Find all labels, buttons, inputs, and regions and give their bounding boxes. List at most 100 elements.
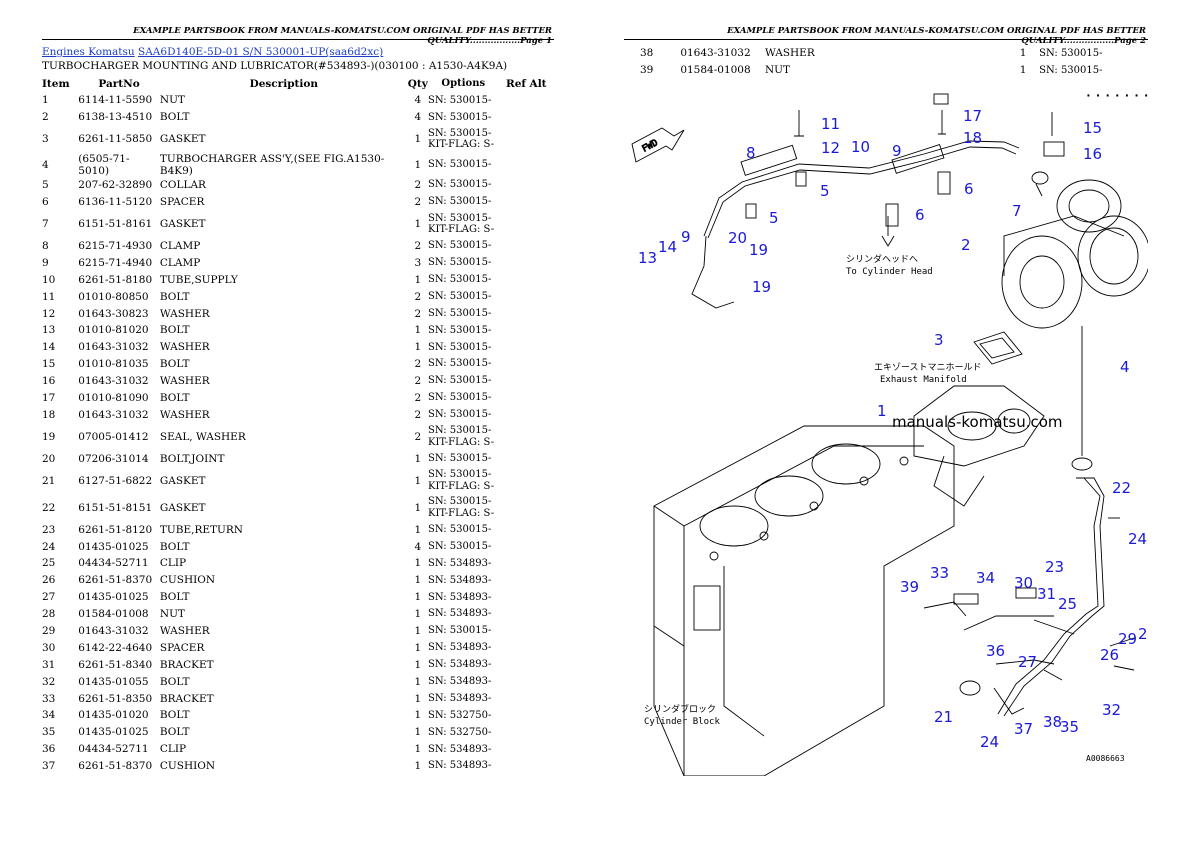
part-quantity: 1 — [414, 474, 422, 487]
part-options: SN: 530015- — [428, 177, 499, 194]
part-quantity: 2 — [414, 196, 422, 209]
part-options: SN: 530015- — [428, 238, 499, 255]
part-options: SN: 534893- — [428, 639, 499, 656]
item-number: 34 — [42, 709, 56, 722]
col-ref-alt: Ref Alt — [505, 78, 547, 90]
callout-9b: 9 — [892, 142, 902, 160]
item-number: 7 — [42, 218, 49, 231]
item-number: 19 — [42, 430, 56, 443]
ref-alt — [499, 288, 554, 305]
ref-alt — [499, 194, 554, 211]
part-quantity: 1 — [414, 608, 422, 621]
part-description: SEAL, WASHER — [159, 430, 246, 443]
col-description: Description — [249, 78, 319, 90]
item-number: 18 — [42, 408, 56, 421]
serial-range: SN: 530015- — [428, 496, 492, 508]
serial-range: SN: 530015- — [428, 196, 492, 208]
part-options: SN: 532750- — [428, 724, 499, 741]
part-description: WASHER — [159, 625, 210, 638]
diagram-text-labels: シリンダヘッドへ To Cylinder Head エキゾーストマニホールド E… — [644, 253, 1125, 763]
part-number: (6505-71-5010) — [78, 152, 130, 177]
item-number: 6 — [42, 196, 49, 209]
ref-alt — [499, 271, 554, 288]
part-quantity: 1 — [414, 641, 422, 654]
item-number: 39 — [640, 64, 654, 77]
part-number: 6261-51-8370 — [78, 574, 153, 587]
part-options: SN: 530015- — [428, 322, 499, 339]
serial-range: SN: 534893- — [428, 675, 492, 687]
part-number: 07206-31014 — [78, 452, 149, 465]
part-description: WASHER — [159, 408, 210, 421]
part-description: BRACKET — [159, 658, 214, 671]
part-options: SN: 530015-KIT-FLAG: S- — [428, 494, 499, 521]
callout-8: 8 — [746, 144, 756, 162]
part-number: 6261-51-8180 — [78, 273, 153, 286]
item-number: 8 — [42, 240, 49, 252]
part-number: 01010-81090 — [78, 392, 149, 405]
part-options: SN: 534893- — [428, 589, 499, 606]
serial-range: SN: 530015- — [428, 274, 492, 286]
ref-alt — [499, 153, 554, 177]
part-description: TUBE,RETURN — [159, 523, 243, 536]
callout-6: 6 — [915, 206, 925, 224]
ref-alt — [499, 673, 554, 690]
callout-31: 31 — [1037, 585, 1056, 603]
part-quantity: 2 — [414, 240, 422, 252]
part-options: SN: 534893- — [428, 673, 499, 690]
item-number: 10 — [42, 273, 56, 286]
callout-23: 23 — [1045, 558, 1064, 576]
part-number: 01435-01055 — [78, 675, 149, 688]
part-number: 01643-31032 — [78, 625, 149, 638]
part-options: SN: 534893- — [428, 656, 499, 673]
part-description: TUBE,SUPPLY — [159, 273, 238, 286]
serial-range: SN: 534893- — [428, 760, 492, 772]
callout-12: 12 — [821, 139, 840, 157]
breadcrumb-link-model[interactable]: SAA6D140E-5D-01 S/N 530001-UP(saa6d2xc) — [138, 46, 384, 58]
part-number: 6215-71-4940 — [78, 256, 153, 269]
serial-range: SN: 530015- — [428, 375, 492, 387]
ref-alt — [499, 589, 554, 606]
part-options: SN: 532750- — [428, 707, 499, 724]
part-number: 6151-51-8151 — [78, 501, 153, 514]
serial-range: SN: 532750- — [428, 726, 492, 738]
part-options: SN: 530015-KIT-FLAG: S- — [428, 423, 499, 450]
part-description: NUT — [764, 64, 791, 77]
serial-range: SN: 530015- — [428, 94, 492, 106]
callout-9: 9 — [681, 228, 691, 246]
callout-35: 35 — [1060, 718, 1079, 736]
item-number: 9 — [42, 256, 49, 269]
part-options: SN: 530015-KIT-FLAG: S- — [428, 126, 499, 153]
part-quantity: 1 — [414, 324, 422, 337]
serial-range: SN: 530015- — [428, 392, 492, 404]
part-number: 01584-01008 — [78, 608, 149, 621]
part-options: SN: 530015- — [428, 450, 499, 467]
kit-flag: KIT-FLAG: S- — [428, 436, 495, 448]
ref-alt — [499, 538, 554, 555]
breadcrumb-link-engines[interactable]: Engines Komatsu — [42, 46, 135, 58]
callout-38: 38 — [1043, 713, 1062, 731]
ref-alt — [499, 555, 554, 572]
part-options: SN: 530015- — [428, 406, 499, 423]
serial-range: SN: 530015- — [428, 290, 492, 302]
header-rule-left — [42, 39, 554, 40]
callout-6b: 6 — [964, 180, 974, 198]
part-number: 6261-11-5850 — [78, 133, 153, 146]
serial-range: SN: 530015- — [428, 409, 492, 421]
callout-17: 17 — [963, 107, 982, 125]
return-tube-drawing — [923, 457, 1135, 717]
part-description: NUT — [159, 94, 185, 107]
kit-flag: KIT-FLAG: S- — [428, 139, 495, 151]
part-quantity: 1 — [414, 158, 422, 171]
